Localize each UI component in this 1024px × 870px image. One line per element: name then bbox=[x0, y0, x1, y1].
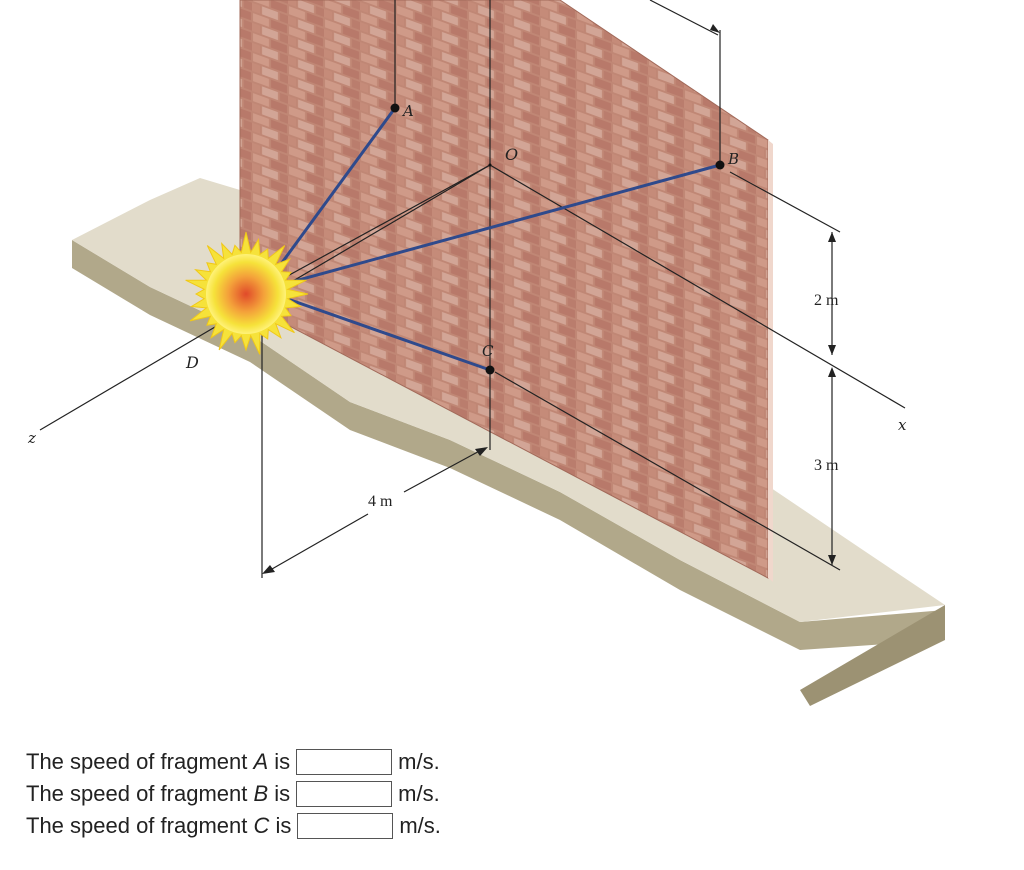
fragment-var: B bbox=[253, 781, 269, 806]
question-suffix: is bbox=[269, 813, 292, 838]
fragment-var: C bbox=[253, 813, 270, 838]
answer-row-c: The speed of fragment C is m/s. bbox=[26, 810, 626, 842]
question-suffix: is bbox=[268, 749, 291, 774]
fragment-paths bbox=[260, 106, 722, 372]
label-a: A bbox=[401, 102, 414, 120]
path-to-a bbox=[260, 106, 397, 292]
speed-b-input[interactable] bbox=[296, 781, 393, 807]
b-extension bbox=[729, 171, 841, 233]
points bbox=[390, 103, 725, 375]
label-c: C bbox=[482, 342, 494, 360]
leader-b-top bbox=[649, 0, 719, 36]
brick-wall-edge bbox=[768, 140, 773, 582]
dim-4m-label: 4 m bbox=[368, 493, 393, 510]
explosion-diagram: A B C O D x z 4 m 2 m 3 m bbox=[27, 0, 945, 706]
label-o: O bbox=[505, 145, 518, 164]
x-axis-line bbox=[489, 164, 906, 409]
fragment-var: A bbox=[253, 749, 269, 774]
dim-2m-label: 2 m bbox=[814, 292, 839, 309]
label-d: D bbox=[185, 353, 199, 372]
unit-label: m/s. bbox=[398, 781, 440, 806]
answer-row-a: The speed of fragment A is m/s. bbox=[26, 746, 626, 778]
dimension-arrows bbox=[262, 24, 836, 574]
path-to-o bbox=[261, 164, 491, 291]
path-to-b bbox=[260, 163, 722, 292]
label-x: x bbox=[898, 416, 907, 434]
question-prefix: The speed of fragment bbox=[26, 781, 254, 806]
unit-label: m/s. bbox=[398, 749, 440, 774]
c-extension bbox=[494, 371, 841, 571]
point-o bbox=[488, 163, 492, 167]
dim-4m-line-left bbox=[264, 513, 369, 574]
label-b: B bbox=[727, 150, 739, 168]
label-z: z bbox=[27, 429, 36, 447]
answer-section: The speed of fragment A is m/s. The spee… bbox=[26, 746, 626, 842]
question-prefix: The speed of fragment bbox=[26, 749, 254, 774]
question-suffix: is bbox=[268, 781, 291, 806]
dim-3m-label: 3 m bbox=[814, 457, 839, 474]
axes bbox=[39, 0, 906, 578]
path-to-c bbox=[260, 288, 492, 372]
answer-row-b: The speed of fragment B is m/s. bbox=[26, 778, 626, 810]
dim-4m-line-right bbox=[403, 447, 486, 493]
speed-c-input[interactable] bbox=[297, 813, 394, 839]
unit-label: m/s. bbox=[399, 813, 441, 838]
ground-front bbox=[800, 605, 945, 706]
explosion-burst bbox=[185, 231, 309, 355]
point-a bbox=[390, 103, 400, 113]
point-c bbox=[485, 365, 495, 375]
question-prefix: The speed of fragment bbox=[26, 813, 254, 838]
point-b bbox=[715, 160, 725, 170]
speed-a-input[interactable] bbox=[296, 749, 393, 775]
